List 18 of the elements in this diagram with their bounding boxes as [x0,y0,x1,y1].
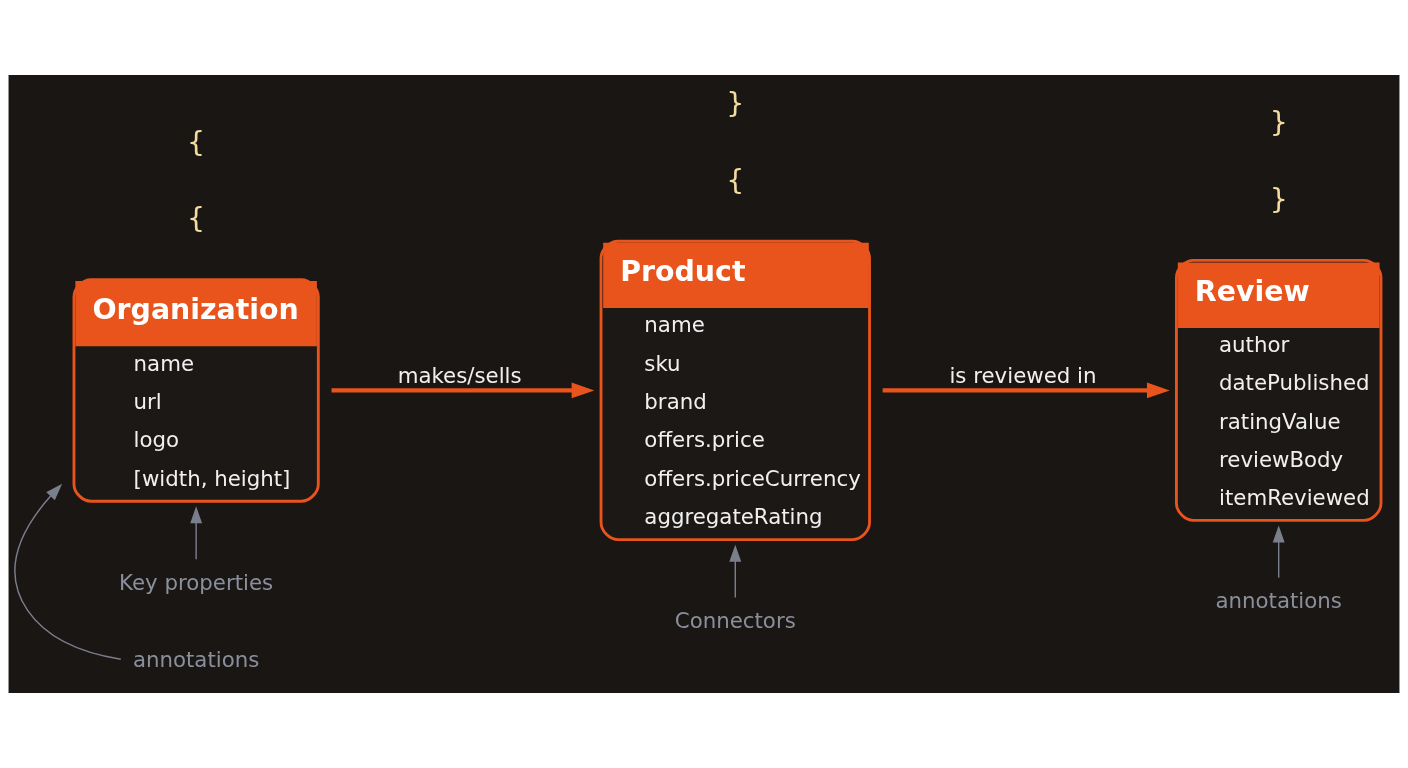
arrow [331,382,595,399]
arrow [1272,525,1285,579]
label: } [1269,105,1288,139]
node-text: Connectors [674,608,796,634]
label: { [187,125,206,159]
arrow [882,382,1170,399]
arrow [190,506,203,560]
edge-label: makes/sells [397,363,522,389]
node-text: annotations [1215,588,1342,614]
node-text: annotations [132,646,260,672]
arrow [729,544,742,599]
node-text: Key properties [119,570,274,595]
arrow [14,483,122,660]
label: { [726,164,745,198]
label: { [187,202,206,236]
label: } [1269,182,1288,216]
label: } [726,87,745,121]
edge-label: is reviewed in [949,363,1097,389]
